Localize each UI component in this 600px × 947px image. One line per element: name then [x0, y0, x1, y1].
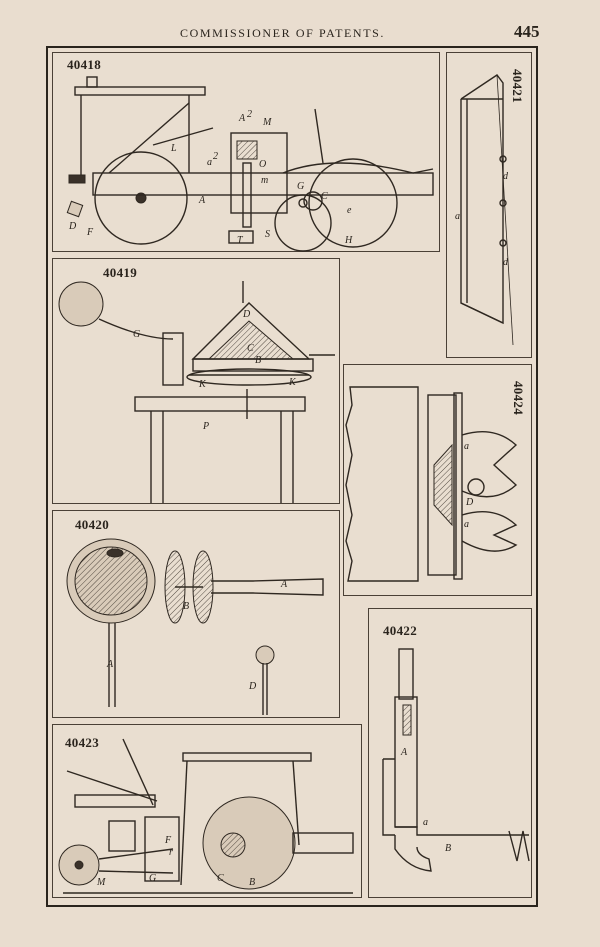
page-number: 445	[514, 22, 540, 41]
svg-text:d: d	[503, 257, 509, 268]
svg-text:A: A	[198, 195, 206, 206]
svg-text:m: m	[261, 175, 268, 186]
svg-text:F: F	[86, 227, 94, 238]
figure-40418: 40418 A 2 M L a 2 O m G C e D F A	[52, 52, 440, 252]
svg-text:M: M	[96, 877, 106, 888]
svg-text:M: M	[262, 117, 272, 128]
svg-text:a: a	[207, 157, 212, 168]
svg-text:A: A	[280, 579, 288, 590]
svg-text:B: B	[183, 601, 189, 612]
figure-40424-drawing: a D a	[345, 386, 518, 582]
svg-text:a: a	[464, 441, 469, 452]
svg-text:B: B	[445, 843, 451, 854]
svg-text:a: a	[464, 519, 469, 530]
figure-40421-drawing: a d d	[455, 74, 514, 346]
svg-text:L: L	[170, 143, 177, 154]
plate-frame	[46, 46, 538, 907]
svg-text:C: C	[247, 343, 254, 354]
svg-text:A: A	[106, 659, 114, 670]
figure-40421: 40421 a d d	[446, 52, 532, 358]
svg-text:D: D	[248, 681, 257, 692]
figure-40419-drawing: G D C B K K P	[58, 281, 335, 503]
figure-40422-drawing: A a B	[382, 648, 530, 872]
patent-number: 40422	[383, 623, 417, 638]
svg-text:D: D	[465, 497, 474, 508]
svg-text:T: T	[237, 235, 244, 246]
svg-text:G: G	[149, 873, 156, 884]
figure-40418-drawing: A 2 M L a 2 O m G C e D F A T S H	[66, 76, 434, 252]
svg-text:r: r	[169, 847, 173, 858]
patent-number: 40419	[103, 265, 137, 280]
svg-text:d: d	[503, 171, 509, 182]
svg-text:D: D	[242, 309, 251, 320]
figure-40420: 40420 B A A D	[52, 510, 340, 718]
page-header: COMMISSIONER OF PATENTS. 445	[0, 22, 600, 42]
svg-text:B: B	[249, 877, 255, 888]
figure-40420-drawing: B A A D	[66, 538, 324, 715]
svg-text:A: A	[238, 113, 246, 124]
patent-number: 40424	[511, 381, 526, 415]
svg-text:a: a	[423, 817, 428, 828]
svg-text:B: B	[255, 355, 261, 366]
figure-40423-drawing: F r G C B M	[58, 738, 354, 894]
svg-text:2: 2	[213, 151, 218, 162]
svg-text:P: P	[202, 421, 209, 432]
patent-number: 40423	[65, 735, 99, 750]
figure-40419: 40419 G D C B K K P	[52, 258, 340, 504]
svg-text:F: F	[164, 835, 172, 846]
svg-text:C: C	[321, 191, 328, 202]
svg-text:O: O	[259, 159, 266, 170]
figure-40424: 40424 a D a	[343, 364, 532, 596]
svg-text:C: C	[217, 873, 224, 884]
svg-text:A: A	[400, 747, 408, 758]
svg-text:S: S	[265, 229, 270, 240]
patent-number: 40420	[75, 517, 109, 532]
svg-text:K: K	[198, 379, 207, 390]
patent-number: 40421	[510, 69, 525, 103]
figure-40423: 40423 F r G C B M	[52, 724, 362, 898]
svg-text:a: a	[455, 211, 460, 222]
svg-text:G: G	[133, 329, 140, 340]
svg-text:K: K	[288, 377, 297, 388]
svg-text:H: H	[344, 235, 353, 246]
patent-number: 40418	[67, 57, 101, 72]
svg-text:e: e	[347, 205, 352, 216]
svg-text:G: G	[297, 181, 304, 192]
running-title: COMMISSIONER OF PATENTS.	[180, 26, 385, 40]
svg-text:D: D	[68, 221, 77, 232]
figure-40422: 40422 A a B	[368, 608, 532, 898]
svg-text:2: 2	[247, 109, 252, 120]
